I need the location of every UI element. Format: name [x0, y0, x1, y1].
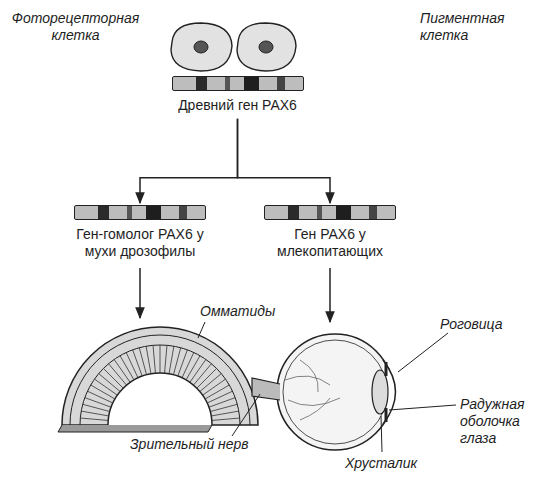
cell-label: Фоторецепторная клетка [8, 10, 143, 44]
ommatidium-stroke [212, 418, 240, 420]
ommatidium-stroke [160, 345, 161, 373]
part-label: Радужная оболочка глаза [460, 396, 548, 446]
ommatidium-stroke [186, 356, 200, 380]
ommatidium-stroke [153, 345, 155, 373]
ommatidium-stroke [139, 348, 146, 375]
ommatidium-stroke [165, 345, 167, 373]
ommatidium-stroke [169, 346, 174, 374]
ommatidium-stroke [200, 374, 221, 392]
cell-node: Пигментная клетка [234, 6, 548, 76]
develop-arrow [329, 268, 331, 322]
ommatidium-stroke [205, 385, 229, 399]
gene-label: Древний ген PAX6 [165, 97, 310, 114]
ommatidium-stroke [197, 368, 217, 388]
ommatidium-stroke [85, 398, 111, 408]
ommatidium-stroke [203, 379, 226, 395]
ommatidium-stroke [182, 352, 194, 377]
cell-label: Пигментная клетка [420, 10, 545, 44]
ommatidium-stroke [190, 359, 206, 382]
cell-shape [234, 20, 298, 74]
mammal-eye [252, 334, 396, 450]
ommatidium-stroke [207, 391, 232, 403]
ommatidium-stroke [80, 418, 108, 420]
ommatidium-stroke [193, 364, 211, 385]
ommatidium-stroke [178, 350, 188, 376]
gene-label: Ген PAX6 у млекопитающих [262, 226, 398, 260]
chromosome-band [264, 205, 396, 220]
ommatidium-stroke [94, 379, 117, 395]
ommatidium-stroke [120, 356, 134, 380]
part-label: Хрусталик [345, 455, 455, 472]
gene-label: Ген-гомолог PAX6 у мухи дрозофилы [60, 226, 220, 260]
gene-node: Ген PAX6 у млекопитающих [262, 205, 398, 260]
ommatidium-stroke [114, 359, 130, 382]
ommatidium-stroke [91, 385, 115, 399]
ommatidium-stroke [81, 411, 109, 416]
gene-node: Ген-гомолог PAX6 у мухи дрозофилы [60, 205, 220, 260]
chromosome-band [74, 205, 206, 220]
inheritance-arrow [140, 119, 238, 203]
part-label: Зрительный нерв [130, 436, 270, 453]
part-label: Роговица [440, 316, 540, 333]
chromosome-band [172, 76, 304, 91]
cell-shape [168, 20, 234, 74]
ommatidium-stroke [109, 364, 127, 385]
ommatidium-stroke [99, 374, 120, 392]
leader-lines [198, 322, 456, 452]
ommatidium-stroke [211, 411, 239, 416]
ommatidium-stroke [126, 352, 138, 377]
ommatidium-stroke [146, 346, 151, 374]
ommatidium-stroke [87, 391, 112, 403]
ommatidium-stroke [103, 368, 123, 388]
develop-arrow [139, 268, 141, 318]
cell-node: Фоторецепторная клетка [8, 6, 238, 76]
inheritance-arrow [238, 119, 331, 203]
gene-node: Древний ген PAX6 [165, 76, 310, 114]
compound-eye [58, 327, 258, 432]
part-label: Омматиды [200, 303, 300, 320]
ommatidium-stroke [210, 404, 237, 411]
